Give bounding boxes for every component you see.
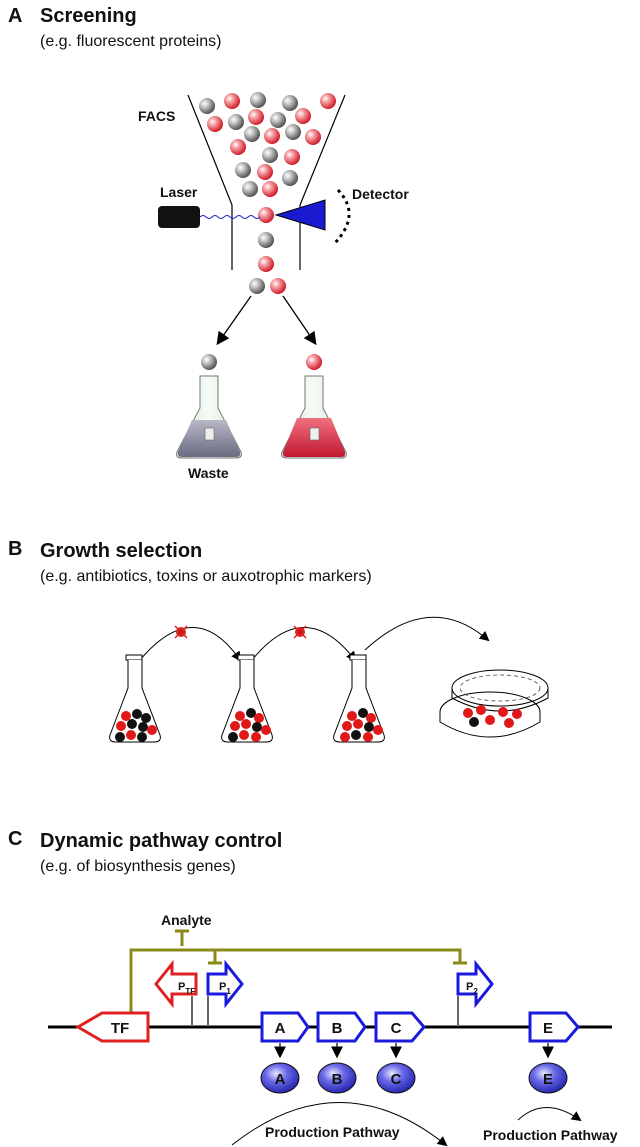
waste-flask [176,354,242,459]
tf-gene-label: TF [111,1020,129,1037]
culture-flask-1 [109,654,161,743]
gene-e-label: E [543,1020,553,1037]
ptf-label: PTF [178,981,195,996]
enzyme-b-label: B [332,1071,343,1088]
gene-a-label: A [275,1020,286,1037]
p2-promoter [456,959,494,1025]
facs-label: FACS [138,108,176,124]
panel-b-letter: B [8,538,23,560]
laser-device [158,206,200,228]
panel-a-subtitle: (e.g. fluorescent proteins) [40,33,222,50]
panel-b-title: Growth selection [40,540,203,562]
enzyme-e [528,1062,568,1094]
laser-label: Laser [160,184,198,200]
panel-b-subtitle: (e.g. antibiotics, toxins or auxotrophic… [40,568,372,585]
panel-c-letter: C [8,828,23,850]
panel-a-letter: A [8,5,23,27]
sort-arrow-waste [216,295,252,346]
enzyme-c-label: C [391,1071,402,1088]
gene-c-label: C [391,1020,402,1037]
pathway-arc-1 [231,1102,448,1147]
panel-c-subtitle: (e.g. of biosynthesis genes) [40,858,236,875]
transfer-arcs [139,616,490,662]
enzyme-e-label: E [543,1071,553,1088]
petri-dish [439,669,549,738]
enzyme-a-label: A [275,1071,286,1088]
crossed-out-toxin-icon [174,625,188,639]
p1-label: P1 [219,981,231,996]
enzyme-c [376,1062,416,1094]
gene-c [374,1011,426,1043]
ptf-promoter [154,959,198,1025]
enzyme-a [260,1062,300,1094]
panel-a-title: Screening [40,5,137,27]
detector-cone [274,199,326,231]
gene-b [316,1011,367,1043]
tf-gene [75,1011,150,1043]
p1-promoter [206,959,244,1025]
culture-flask-2 [221,654,273,743]
pathway-label-2: Production Pathway [483,1127,618,1143]
facs-beads [199,92,336,294]
gene-b-label: B [332,1020,343,1037]
gene-e [528,1011,580,1043]
analyte-regulation-lines [129,929,467,1027]
pathway-arc-2 [517,1107,582,1122]
gene-a [260,1011,310,1043]
analyte-label: Analyte [161,912,212,928]
expression-arrows [274,1043,554,1059]
pathway-label-1: Production Pathway [265,1124,400,1140]
panel-c-title: Dynamic pathway control [40,830,283,852]
crossed-out-toxin-icon [293,625,307,639]
collection-flask [281,354,347,459]
sort-arrow-collect [282,295,317,346]
p2-label: P2 [466,981,478,996]
culture-flask-3 [333,654,385,743]
waste-label: Waste [188,465,229,481]
detector-label: Detector [352,186,409,202]
enzyme-b [317,1062,357,1094]
detector-screen [332,188,351,246]
laser-beam [199,215,261,219]
